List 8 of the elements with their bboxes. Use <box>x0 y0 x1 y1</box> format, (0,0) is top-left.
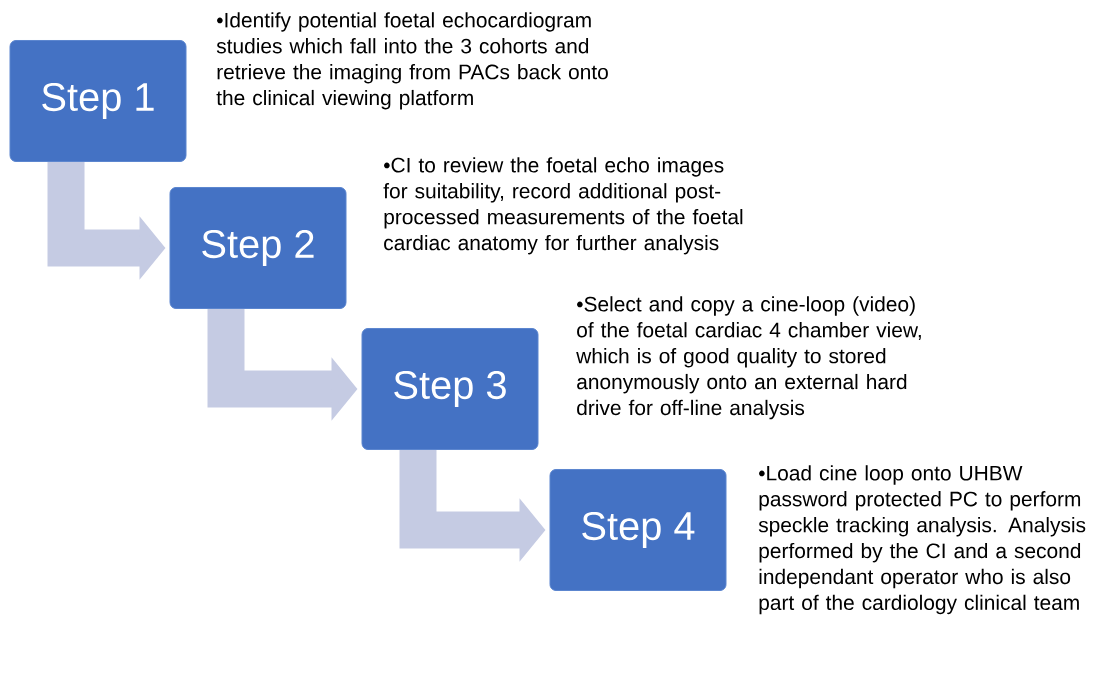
step-description: •Identify potential foetal echocardiogram studies which fall into the 3 cohorts and retrieve the imaging from PACs back onto the clinical viewing platform <box>216 12 608 110</box>
step-box: Step 1 <box>9 40 187 162</box>
step-box: Step 4 <box>549 469 727 591</box>
step-box: Step 2 <box>169 187 347 309</box>
step-description: •CI to review the foetal echo images for suitability, record additional post-processed measurements of the foetal cardiac anatomy for further analysis <box>383 157 743 255</box>
step-box: Step 3 <box>361 328 539 450</box>
step-description: •Select and copy a cine-loop (video) of the foetal cardiac 4 chamber view, which is of good quality to stored anonymously onto an external hard drive for off-line analysis <box>576 296 921 420</box>
step-description: •Load cine loop onto UHBW password protected PC to perform speckle tracking analysis. Analysis performed by the CI and a second independant operator who is also part of the cardiology clinical team <box>758 465 1086 615</box>
